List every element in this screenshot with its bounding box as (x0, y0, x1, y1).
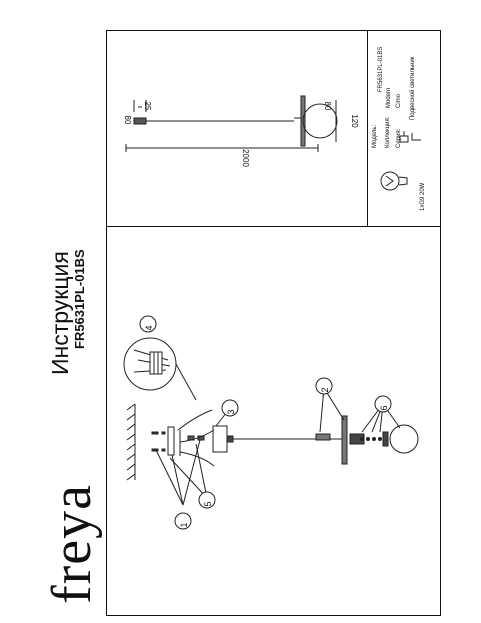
wall-anchors (151, 431, 166, 452)
globe-shade (302, 103, 338, 139)
ceiling-mount-icon (411, 133, 421, 141)
globe (389, 424, 419, 454)
callout-5-label: 5 (203, 501, 213, 506)
callout-4 (139, 315, 157, 333)
disc (341, 415, 348, 465)
dim-disc: 120 (350, 114, 359, 128)
callout-3-label: 3 (226, 409, 236, 414)
callout-2-label: 2 (320, 387, 330, 392)
callout-4-label: 4 (144, 325, 154, 330)
callout-1-label: 1 (179, 522, 189, 527)
frame-divider-vertical (367, 30, 368, 227)
stamp-icon (399, 135, 409, 143)
mounting-bracket (167, 426, 175, 456)
ceiling-hatch (126, 403, 136, 481)
callout-3 (221, 399, 239, 417)
canopy (212, 425, 228, 453)
page-frame (106, 30, 441, 616)
callout-1 (174, 512, 192, 530)
canopy-block (133, 117, 147, 125)
callout-5 (198, 491, 216, 509)
callout-6-label: 6 (379, 405, 389, 410)
dim-canopy-width: 80 (123, 116, 132, 125)
dim-total: 2000 (241, 149, 250, 167)
callout-2 (315, 377, 333, 395)
frame-divider-horizontal (106, 226, 441, 227)
callout-6 (374, 395, 392, 413)
bulb-icon (380, 171, 400, 191)
dim-globe: 80 (323, 102, 332, 111)
callout-circles (139, 315, 392, 530)
wire-1 (177, 409, 213, 431)
dim-canopy-height: 25 (143, 102, 152, 111)
